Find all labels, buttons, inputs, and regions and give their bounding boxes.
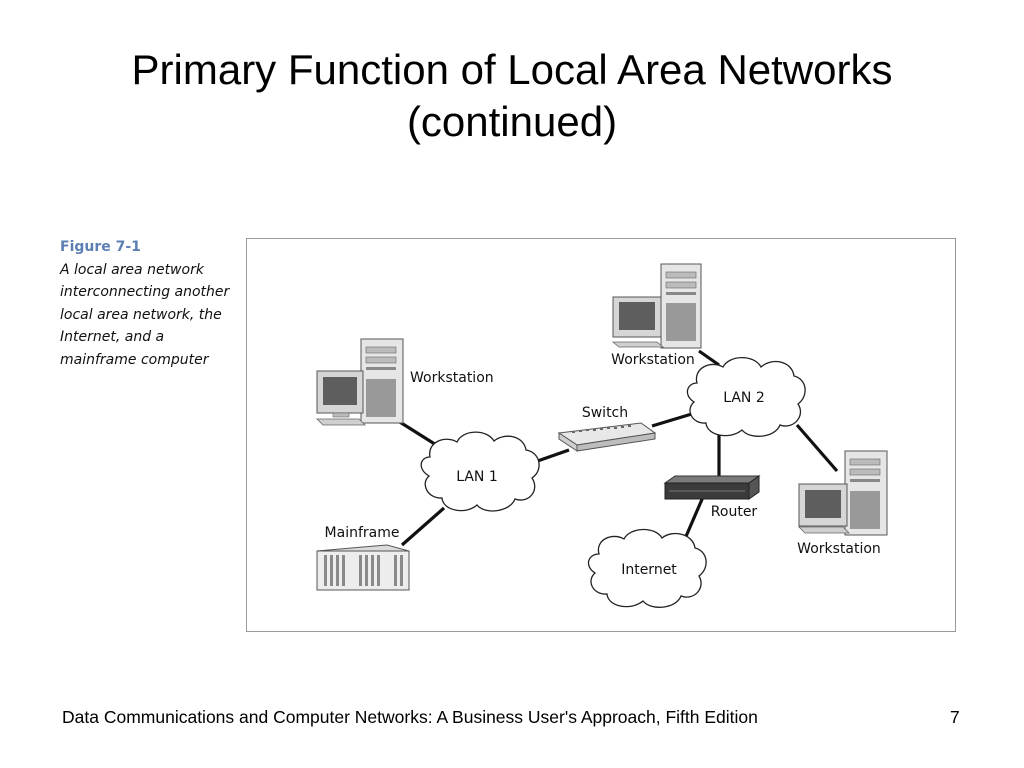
link-lan1-mainframe (400, 506, 446, 547)
lan1-cloud: LAN 1 (420, 431, 540, 512)
router-device: Router (663, 475, 761, 520)
figure-number: Figure 7-1 (60, 239, 141, 255)
mainframe-device: Mainframe (316, 525, 410, 591)
mainframe-label: Mainframe (325, 525, 400, 541)
slide-footer: Data Communications and Computer Network… (62, 707, 758, 727)
network-diagram: LAN 1 LAN 2 Internet Switch (316, 263, 888, 608)
lan2-label: LAN 2 (723, 390, 765, 406)
link-lan2-workstation-right (795, 423, 839, 473)
title-line-1: Primary Function of Local Area Networks (131, 46, 893, 93)
title-line-2: (continued) (406, 98, 618, 145)
figure-frame: LAN 1 LAN 2 Internet Switch (246, 238, 956, 632)
slide-title: Primary Function of Local Area Networks … (0, 44, 1024, 148)
lan2-cloud: LAN 2 (686, 356, 806, 437)
switch-device: Switch (557, 405, 657, 452)
workstation-top-label: Workstation (611, 352, 695, 368)
link-router-internet (682, 496, 705, 542)
workstation-top: Workstation (611, 263, 702, 368)
internet-label: Internet (621, 562, 677, 578)
figure-caption-text: A local area network interconnecting ano… (60, 261, 230, 368)
link-switch-lan2 (651, 411, 696, 428)
page-number: 7 (950, 707, 960, 727)
router-label: Router (711, 504, 758, 520)
figure-caption: Figure 7-1 A local area network intercon… (60, 236, 230, 371)
link-workstation-lan2 (698, 349, 720, 367)
lan1-label: LAN 1 (456, 469, 498, 485)
workstation-left-label: Workstation (410, 370, 494, 386)
workstation-right-label: Workstation (797, 541, 881, 557)
internet-cloud: Internet (587, 528, 707, 608)
workstation-right: Workstation (797, 450, 888, 557)
switch-label: Switch (582, 405, 628, 421)
workstation-left: Workstation (316, 338, 494, 426)
